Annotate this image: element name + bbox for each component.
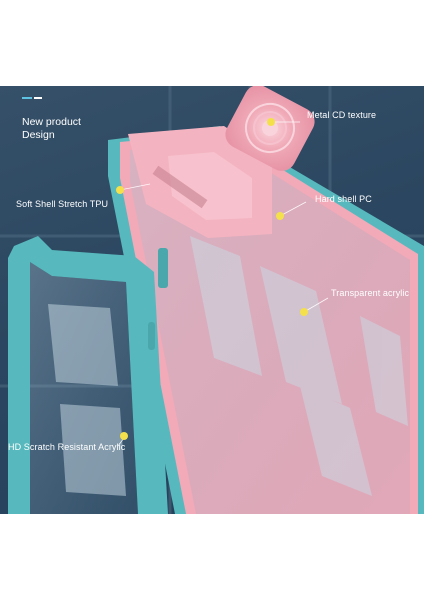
heading: New product Design <box>22 116 81 142</box>
label-transparent: Transparent acrylic <box>331 288 410 298</box>
label-soft-shell: Soft Shell Stretch TPU <box>16 199 109 209</box>
front-bumper <box>8 236 168 514</box>
heading-line-1: New product <box>22 116 81 128</box>
label-metal-cd: Metal CD texture <box>307 110 377 120</box>
accent-dash <box>22 97 42 99</box>
callout-dots <box>116 118 308 440</box>
label-hard-shell: Hard shell PC <box>315 194 372 204</box>
phone-case-illustration <box>0 86 424 514</box>
back-case <box>108 126 424 514</box>
callout-lines <box>117 121 329 447</box>
product-photo: New product Design Metal CD texture Hard… <box>0 86 424 514</box>
label-hd-scratch: HD Scratch Resistant Acrylic <box>8 442 126 452</box>
metal-cd-cover <box>225 86 315 171</box>
heading-line-2: Design <box>22 129 55 141</box>
